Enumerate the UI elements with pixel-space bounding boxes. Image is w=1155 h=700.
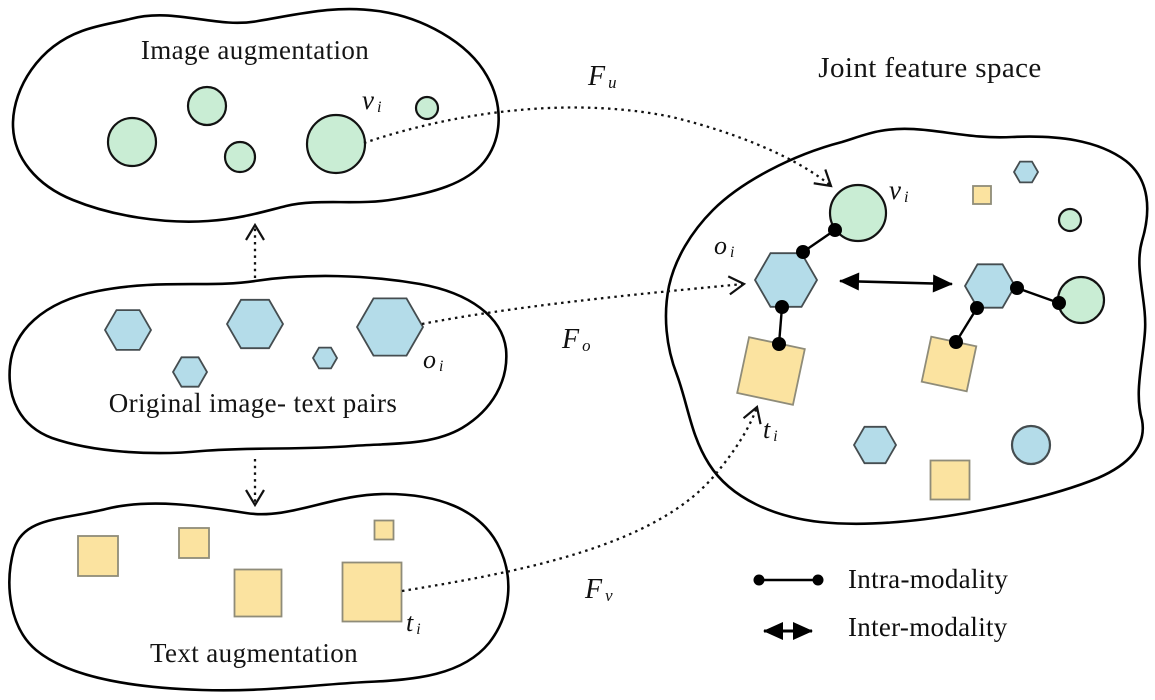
label-subscript: i — [376, 98, 382, 117]
title-joint-feature-space: Joint feature space — [818, 52, 1042, 84]
label-subscript: i — [730, 244, 735, 262]
label-base: o — [423, 345, 436, 374]
legend-intra-label: Intra-modality — [848, 564, 1009, 594]
legend-intra-dot — [812, 574, 824, 586]
label-subscript: o — [582, 336, 591, 356]
edge-dot — [775, 300, 789, 314]
edge-dot — [1010, 281, 1024, 295]
sample-circle-image-augmentation — [106, 116, 158, 168]
label-base: o — [714, 231, 727, 260]
edge-dot — [970, 301, 984, 315]
image-augmentation-blob — [11, 7, 500, 223]
relation-edges — [772, 223, 1066, 351]
sample-square-joint-feature-space — [920, 335, 978, 393]
sample-hexagon-original-pairs — [311, 346, 339, 370]
sample-square-joint-feature-space — [972, 185, 992, 205]
sample-square-text-augmentation — [233, 568, 283, 618]
title-image-augmentation: Image augmentation — [140, 35, 370, 65]
label-base: v — [889, 175, 901, 205]
edge-dot — [772, 337, 786, 351]
legend-inter-label: Inter-modality — [848, 612, 1008, 642]
sample-hexagon-joint-feature-space — [1012, 160, 1040, 184]
sample-hexagon-original-pairs — [103, 309, 153, 351]
legend-intra-dot — [753, 574, 765, 586]
intra-edge — [1016, 286, 1060, 305]
label-subscript: i — [439, 358, 444, 376]
edge-dot — [949, 335, 963, 349]
label-subscript: v — [605, 586, 613, 606]
sample-circle-image-augmentation — [305, 113, 367, 175]
label-base: F — [588, 61, 606, 92]
sample-hexagon-original-pairs — [225, 298, 285, 350]
label-base: F — [585, 574, 603, 605]
edge-dot — [828, 223, 842, 237]
sample-circle-image-augmentation — [223, 140, 257, 174]
mapping-arrows — [245, 106, 833, 593]
label-subscript: i — [416, 621, 421, 639]
sample-hexagon-original-pairs — [171, 356, 209, 388]
label-base: t — [763, 415, 771, 444]
sample-square-text-augmentation — [178, 527, 210, 559]
intra-edge-dots — [772, 223, 1066, 351]
sample-square-text-augmentation — [373, 519, 395, 541]
label-subscript: u — [608, 73, 617, 93]
inter-edge-arrow — [839, 272, 953, 293]
edge-dot — [796, 245, 810, 259]
title-text-augmentation: Text augmentation — [149, 638, 359, 668]
fu-mapping-arrow — [363, 106, 833, 188]
sample-square-joint-feature-space — [736, 336, 806, 406]
sample-circle-joint-feature-space — [828, 183, 888, 243]
sample-circle-image-augmentation — [186, 85, 228, 127]
sample-hexagon-joint-feature-space — [852, 425, 898, 465]
legend-symbols — [753, 574, 824, 640]
label-base: F — [562, 324, 580, 355]
label-base: v — [362, 85, 374, 115]
joint-feature-space-blob — [664, 127, 1149, 526]
edge-dot — [1052, 296, 1066, 310]
label-subscript: i — [903, 188, 909, 207]
sample-circle-joint-feature-space — [1057, 207, 1083, 233]
sample-circle-joint-feature-space — [1010, 424, 1052, 466]
sample-hexagon-original-pairs — [355, 297, 425, 357]
sample-circle-image-augmentation — [414, 95, 440, 121]
sample-square-text-augmentation — [341, 561, 403, 623]
title-original-pairs: Original image- text pairs — [108, 388, 398, 418]
sample-square-text-augmentation — [77, 535, 119, 577]
label-base: t — [406, 608, 414, 637]
sample-square-joint-feature-space — [929, 459, 971, 501]
sample-shapes-layer — [77, 85, 1106, 623]
label-subscript: i — [773, 428, 778, 446]
sample-hexagon-joint-feature-space — [963, 263, 1017, 309]
